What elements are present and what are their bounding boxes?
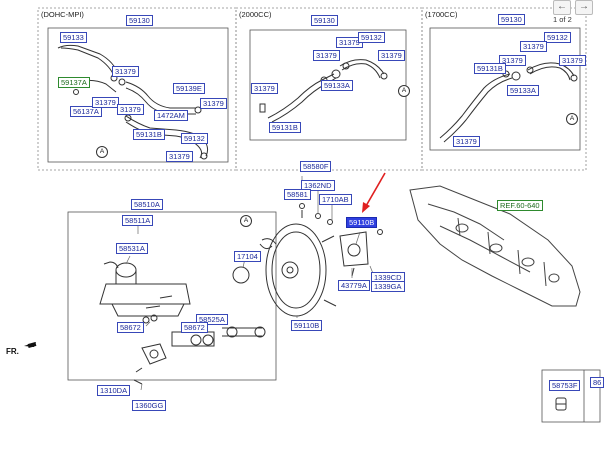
part-label-31379[interactable]: 31379 <box>313 50 340 61</box>
part-label-31379[interactable]: 31379 <box>559 55 586 66</box>
part-label-1472am[interactable]: 1472AM <box>154 110 188 121</box>
callout-a: A <box>240 215 252 227</box>
part-label-58753f[interactable]: 58753F <box>549 380 581 391</box>
part-label-59131b[interactable]: 59131B <box>474 63 506 74</box>
arrow-left-icon[interactable]: ← <box>553 0 571 15</box>
page-indicator: 1 of 2 <box>553 15 572 24</box>
part-label-31379[interactable]: 31379 <box>499 55 526 66</box>
master-cylinder-drawing <box>99 261 266 385</box>
part-label-59137a[interactable]: 59137A <box>58 77 90 88</box>
front-direction-label: FR. <box>6 347 19 356</box>
reference-label[interactable]: REF.60-640 <box>497 200 543 211</box>
inner-frames <box>47 27 601 423</box>
part-label-1339ga[interactable]: 1339GA <box>371 281 405 292</box>
part-label-59131b[interactable]: 59131B <box>269 122 301 133</box>
section-title-2000cc: (2000CC) <box>239 10 272 19</box>
part-label-58531a[interactable]: 58531A <box>116 243 148 254</box>
part-label-59110b[interactable]: 59110B <box>291 320 323 331</box>
callout-a: A <box>398 85 410 97</box>
section-title-1700cc: (1700CC) <box>425 10 458 19</box>
front-arrow-icon <box>24 342 37 348</box>
leader-lines <box>125 176 375 391</box>
callout-a: A <box>96 146 108 158</box>
part-label-31379[interactable]: 31379 <box>166 151 193 162</box>
part-label-31379[interactable]: 31379 <box>378 50 405 61</box>
part-label-59130[interactable]: 59130 <box>311 15 338 26</box>
part-label-31379[interactable]: 31379 <box>112 66 139 77</box>
part-label-59133a[interactable]: 59133A <box>507 85 539 96</box>
part-label-31379[interactable]: 31379 <box>520 41 547 52</box>
part-label-partial[interactable]: 86 <box>590 377 604 388</box>
part-label-17104[interactable]: 17104 <box>234 251 261 262</box>
part-label-59130[interactable]: 59130 <box>498 14 525 25</box>
part-label-31379[interactable]: 31379 <box>92 97 119 108</box>
part-label-31379[interactable]: 31379 <box>200 98 227 109</box>
part-label-58525a[interactable]: 58525A <box>196 314 228 325</box>
part-label-43779a[interactable]: 43779A <box>338 280 370 291</box>
firewall-panel-drawing <box>409 185 581 307</box>
part-label-59132[interactable]: 59132 <box>181 133 208 144</box>
part-label-59139e[interactable]: 59139E <box>173 83 205 94</box>
part-label-58672[interactable]: 58672 <box>181 322 208 333</box>
red-arrow-icon <box>362 172 386 213</box>
part-label-31379[interactable]: 31379 <box>251 83 278 94</box>
part-label-1310da[interactable]: 1310DA <box>97 385 131 396</box>
part-label-59133[interactable]: 59133 <box>60 32 87 43</box>
callout-a: A <box>566 113 578 125</box>
brake-booster-drawing <box>232 203 383 317</box>
highlighted-part-label-59110b[interactable]: 59110B <box>346 217 378 228</box>
part-label-58672[interactable]: 58672 <box>117 322 144 333</box>
part-label-58511a[interactable]: 58511A <box>122 215 154 226</box>
part-label-58581[interactable]: 58581 <box>284 189 311 200</box>
part-label-59130[interactable]: 59130 <box>126 15 153 26</box>
section-title-dohc: (DOHC-MPI) <box>41 10 84 19</box>
part-label-58510a[interactable]: 58510A <box>131 199 163 210</box>
part-label-58580f[interactable]: 58580F <box>300 161 332 172</box>
fitting-drawing <box>555 397 567 411</box>
part-label-59131b[interactable]: 59131B <box>133 129 165 140</box>
part-label-31379[interactable]: 31379 <box>117 104 144 115</box>
arrow-right-icon[interactable]: → <box>575 0 593 15</box>
part-label-56137a[interactable]: 56137A <box>70 106 102 117</box>
part-label-1362nd[interactable]: 1362ND <box>301 180 335 191</box>
part-label-1360gg[interactable]: 1360GG <box>132 400 167 411</box>
part-label-1710ab[interactable]: 1710AB <box>319 194 352 205</box>
part-label-59132[interactable]: 59132 <box>358 32 385 43</box>
part-label-59132[interactable]: 59132 <box>544 32 571 43</box>
part-label-31379[interactable]: 31379 <box>453 136 480 147</box>
part-label-59133a[interactable]: 59133A <box>321 80 353 91</box>
section-frames <box>37 7 587 171</box>
c1700-hoses <box>439 62 578 143</box>
